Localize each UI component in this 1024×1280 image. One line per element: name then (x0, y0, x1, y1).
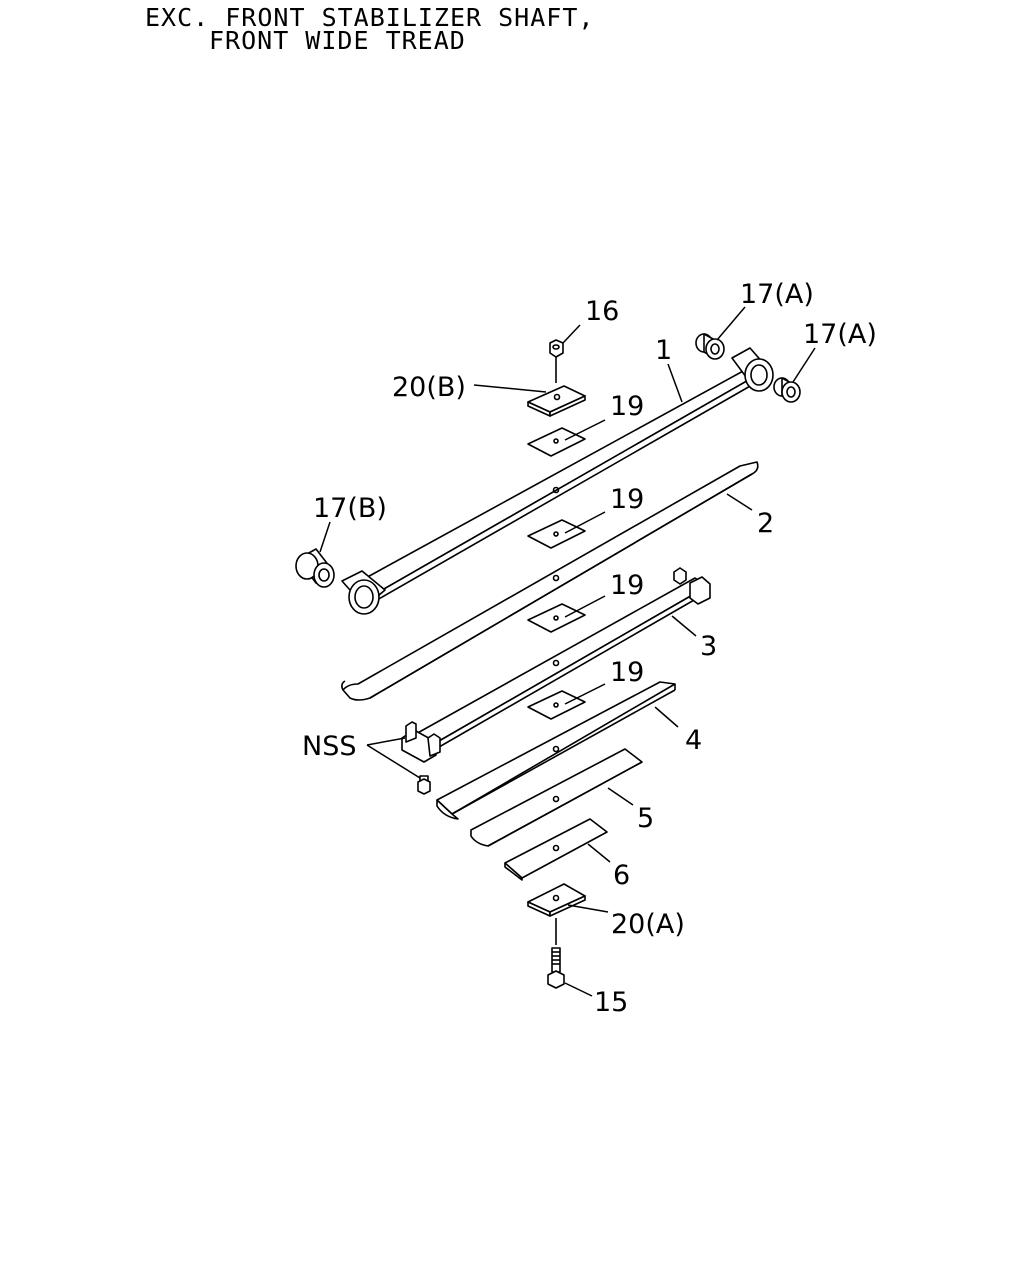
callout-17a-2: 17(A) (803, 319, 877, 350)
callout-19-2: 19 (610, 484, 644, 515)
callout-3: 3 (700, 631, 717, 662)
part-19-pad-3 (527, 603, 586, 633)
part-3-third-leaf (401, 567, 711, 763)
callout-2: 2 (757, 508, 774, 539)
header-line-2: FRONT WIDE TREAD (209, 26, 466, 55)
callout-15: 15 (594, 987, 628, 1018)
part-5-leaf (470, 748, 643, 847)
callout-16: 16 (585, 296, 619, 327)
callout-17b: 17(B) (313, 493, 387, 524)
callout-20b: 20(B) (392, 372, 466, 403)
callout-19-3: 19 (610, 570, 644, 601)
part-6-leaf (504, 818, 608, 881)
part-17a-bushing-1 (695, 333, 725, 360)
part-20a-lower-plate (527, 883, 586, 945)
part-17a-bushing-2 (773, 377, 801, 403)
part-19-pad-1 (527, 427, 586, 457)
callout-19-1: 19 (610, 391, 644, 422)
callout-labels: 16 17(A) 17(A) 1 20(B) 19 19 19 19 17(B)… (302, 279, 877, 1018)
part-19-pad-4 (527, 690, 586, 720)
part-15-bolt (547, 947, 565, 989)
callout-1: 1 (655, 335, 672, 366)
leader-lines (319, 306, 816, 997)
callout-6: 6 (613, 860, 630, 891)
callout-19-4: 19 (610, 657, 644, 688)
diagram-header: EXC. FRONT STABILIZER SHAFT,FRONT WIDE T… (145, 3, 595, 55)
callout-17a-1: 17(A) (740, 279, 814, 310)
callout-5: 5 (637, 803, 654, 834)
part-4-leaf (436, 681, 676, 820)
part-17b-bushing (295, 548, 335, 588)
part-1-main-leaf (341, 347, 774, 615)
nss-bolt (417, 775, 431, 795)
part-20b-upper-plate (527, 385, 586, 417)
callout-4: 4 (685, 725, 702, 756)
callout-20a: 20(A) (611, 909, 685, 940)
part-2-second-leaf (341, 461, 759, 701)
part-19-pad-2 (527, 519, 586, 549)
callout-nss: NSS (302, 731, 356, 762)
part-16-nut (549, 339, 564, 383)
header-line-1: EXC. FRONT STABILIZER SHAFT, (145, 3, 595, 32)
